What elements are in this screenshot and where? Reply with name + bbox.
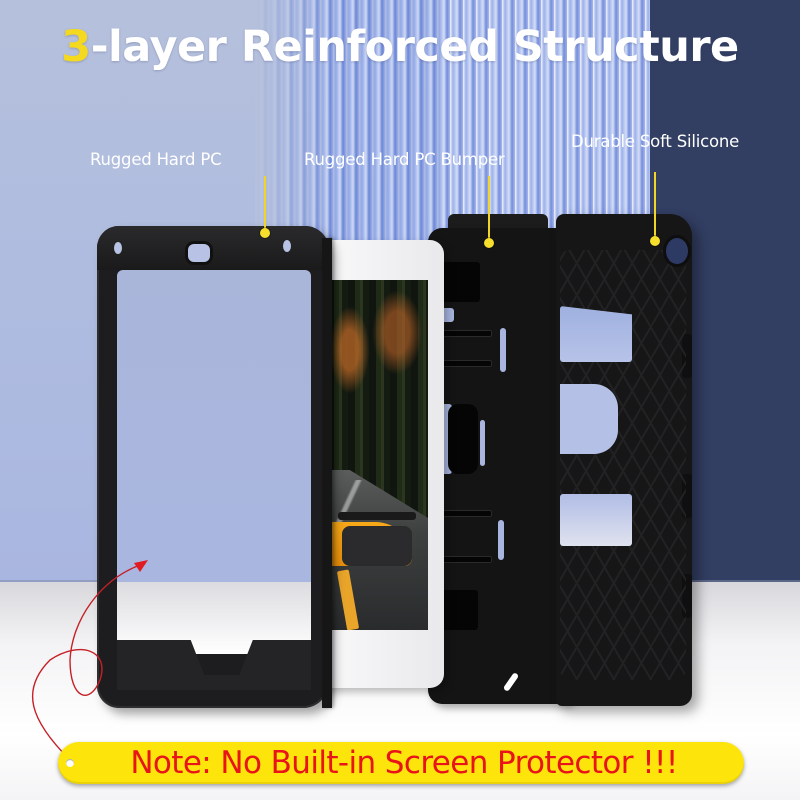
car-rear xyxy=(342,526,412,566)
bumper-vent xyxy=(480,420,485,466)
hard-pc-frame-top xyxy=(97,226,329,270)
callout-dot xyxy=(484,238,494,248)
frame-right-edge xyxy=(322,238,332,708)
bumper-vent xyxy=(500,328,506,372)
frame-camera-cutout xyxy=(188,244,210,262)
bumper-slot xyxy=(440,360,492,367)
callout-leader-line xyxy=(654,172,656,240)
silicone-camera-cutout xyxy=(666,238,688,264)
silicone-kickstand-window xyxy=(560,306,632,362)
callout-label: Rugged Hard PC Bumper xyxy=(304,150,505,169)
silicone-grip xyxy=(682,574,692,618)
note-banner: Note: No Built-in Screen Protector !!! xyxy=(58,742,744,784)
callout-leader-line xyxy=(488,176,490,242)
bumper-slot xyxy=(440,330,492,337)
car-spoiler xyxy=(338,512,416,520)
silicone-grip xyxy=(682,334,692,378)
callout-dot xyxy=(260,228,270,238)
silicone-handle-window xyxy=(560,384,618,454)
callout-leader-line xyxy=(264,176,266,232)
note-text: Note: No Built-in Screen Protector !!! xyxy=(130,745,678,781)
callout-label: Rugged Hard PC xyxy=(90,150,222,169)
hard-pc-frame-window xyxy=(117,270,311,654)
silicone-grip xyxy=(682,474,692,518)
frame-hole xyxy=(114,242,122,254)
callout-label: Durable Soft Silicone xyxy=(571,132,740,151)
tag-hole-icon xyxy=(66,759,74,767)
bumper-vent xyxy=(498,520,504,560)
frame-hole xyxy=(283,240,291,252)
window-background-top xyxy=(117,270,311,582)
headline-accent-number: 3 xyxy=(61,22,91,72)
callout-dot xyxy=(650,236,660,246)
bumper-handle xyxy=(448,404,478,474)
headline: 3-layer Reinforced Structure xyxy=(0,22,800,72)
silicone-kickstand-window xyxy=(560,494,632,546)
headline-text: -layer Reinforced Structure xyxy=(90,22,740,72)
bumper-slot xyxy=(440,556,492,563)
bumper-slot xyxy=(440,510,492,517)
